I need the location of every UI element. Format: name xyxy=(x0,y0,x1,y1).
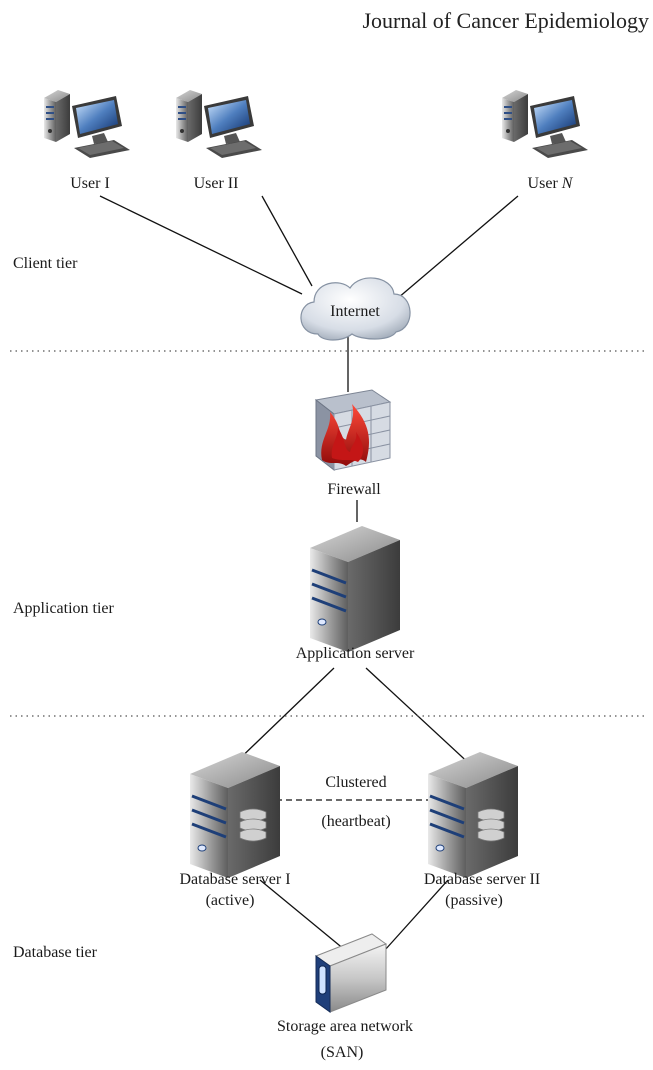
db-server-2-label: Database server II xyxy=(423,871,541,888)
san-abbr-label: (SAN) xyxy=(320,1044,364,1061)
san-storage-icon xyxy=(314,933,388,1013)
firewall-label: Firewall xyxy=(327,481,381,498)
db-server-1-label: Database server I xyxy=(179,871,291,888)
db-server-2-icon xyxy=(426,750,520,880)
link-appserver-db2 xyxy=(365,667,475,769)
application-server-icon xyxy=(308,524,402,654)
database-tier-label: Database tier xyxy=(13,944,97,961)
user-n-label: User N xyxy=(528,175,573,193)
internet-cloud-icon xyxy=(300,277,411,341)
user-n-label-italic: N xyxy=(561,175,573,192)
application-server-label: Application server xyxy=(295,645,415,662)
internet-label: Internet xyxy=(330,303,380,320)
user1-computer-icon xyxy=(44,90,130,158)
application-tier-label: Application tier xyxy=(13,600,114,617)
heartbeat-label: (heartbeat) xyxy=(321,813,391,830)
link-user2-internet xyxy=(261,195,313,287)
userN-computer-icon xyxy=(502,90,588,158)
connector-lines xyxy=(99,195,519,951)
user-1-label: User I xyxy=(70,175,110,192)
link-user1-internet xyxy=(99,195,303,295)
user-2-label: User II xyxy=(193,175,239,192)
client-tier-label: Client tier xyxy=(13,255,78,272)
san-label: Storage area network xyxy=(277,1018,413,1035)
link-userN-internet xyxy=(397,195,519,299)
link-appserver-db1 xyxy=(229,667,335,769)
db-server-1-icon xyxy=(188,750,282,880)
db-server-2-state: (passive) xyxy=(445,892,503,909)
db-server-1-state: (active) xyxy=(205,892,255,909)
journal-header: Journal of Cancer Epidemiology xyxy=(362,8,649,33)
link-db2-san xyxy=(384,879,449,951)
link-db1-san xyxy=(259,879,346,951)
firewall-icon xyxy=(314,389,392,472)
user2-computer-icon xyxy=(176,90,262,158)
user-n-label-prefix: User xyxy=(527,175,562,192)
clustered-label: Clustered xyxy=(325,774,387,791)
